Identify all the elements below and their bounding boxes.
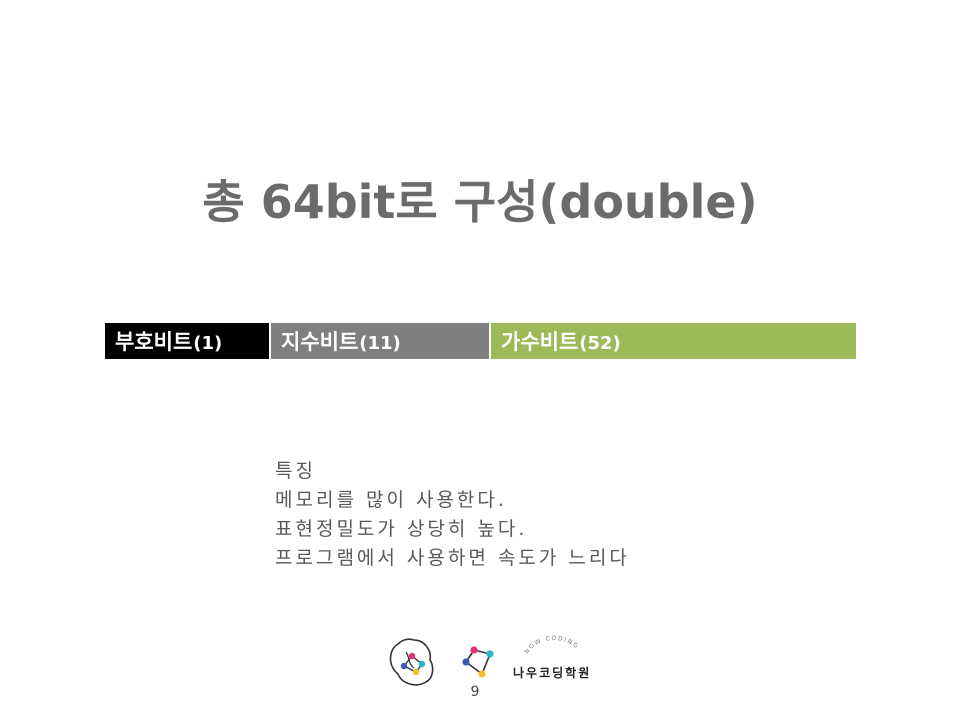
brand-arc-text: NOW CODING [523, 635, 580, 655]
sign-bit-segment: 부호비트(1) [105, 323, 271, 359]
mantissa-bit-segment: 가수비트(52) [491, 323, 856, 359]
feature-line: 표현정밀도가 상당히 높다. [275, 518, 528, 540]
sign-bit-label: 부호비트 [115, 330, 193, 354]
slide-title: 총 64bit로 구성(double) [202, 175, 758, 229]
features-heading: 특징 [275, 460, 316, 482]
logo-graphic: NOW CODING [389, 635, 580, 686]
brand-name: 나우코딩학원 [513, 666, 592, 680]
exponent-bit-label: 지수비트 [281, 330, 359, 354]
feature-line: 프로그램에서 사용하면 속도가 느리다 [275, 547, 630, 569]
exponent-bit-count: (11) [359, 332, 401, 354]
network-icon [462, 646, 494, 678]
bit-layout-bar: 부호비트(1) 지수비트(11) 가수비트(52) [105, 323, 856, 359]
brain-icon [389, 638, 434, 686]
features-list: 특징 메모리를 많이 사용한다. 표현정밀도가 상당히 높다. 프로그램에서 사… [275, 457, 630, 573]
feature-line: 메모리를 많이 사용한다. [275, 489, 507, 511]
sign-bit-count: (1) [193, 332, 223, 354]
mantissa-bit-count: (52) [579, 332, 621, 354]
exponent-bit-segment: 지수비트(11) [271, 323, 491, 359]
mantissa-bit-label: 가수비트 [501, 330, 579, 354]
page-number: 9 [470, 684, 480, 700]
